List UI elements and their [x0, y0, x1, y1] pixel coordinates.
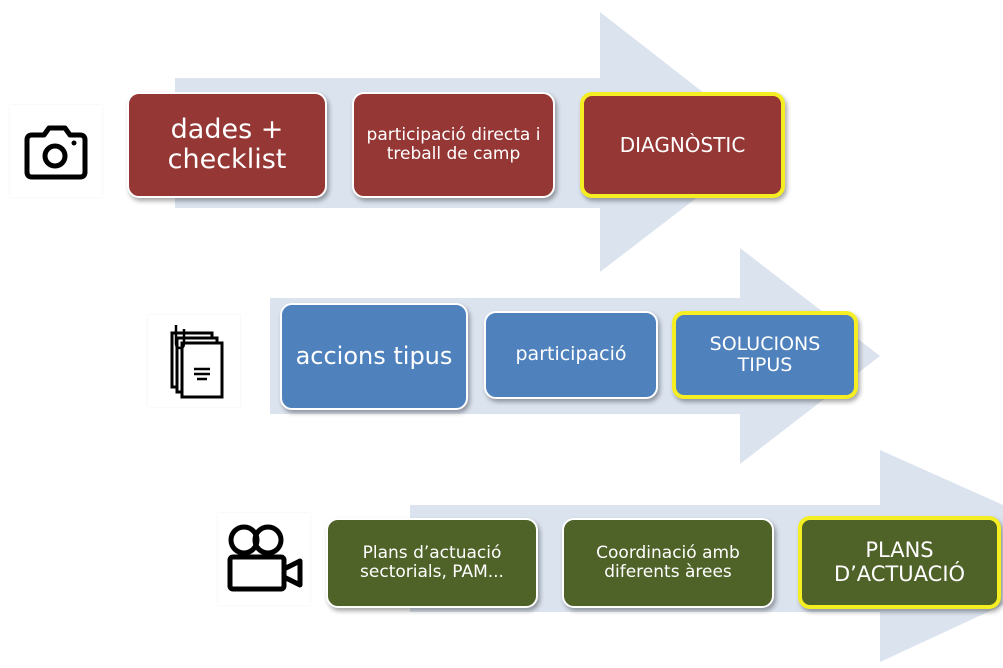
camera-icon	[10, 105, 102, 197]
step-participacio: participació	[484, 311, 658, 399]
step-plans-actuacio: PLANS D’ACTUACIÓ	[798, 516, 1001, 609]
step-dades-checklist: dades + checklist	[127, 92, 327, 198]
step-solucions-tipus: SOLUCIONS TIPUS	[672, 311, 858, 399]
step-diagnostic: DIAGNÒSTIC	[580, 92, 785, 198]
documents-icon	[148, 315, 240, 407]
step-participacio-directa: participació directa i treball de camp	[352, 92, 555, 198]
step-accions-tipus: accions tipus	[280, 303, 468, 410]
video-camera-icon	[218, 513, 310, 605]
step-plans-sectorials: Plans d’actuació sectorials, PAM...	[326, 518, 538, 608]
step-coordinacio-arees: Coordinació amb diferents àrees	[562, 518, 774, 608]
